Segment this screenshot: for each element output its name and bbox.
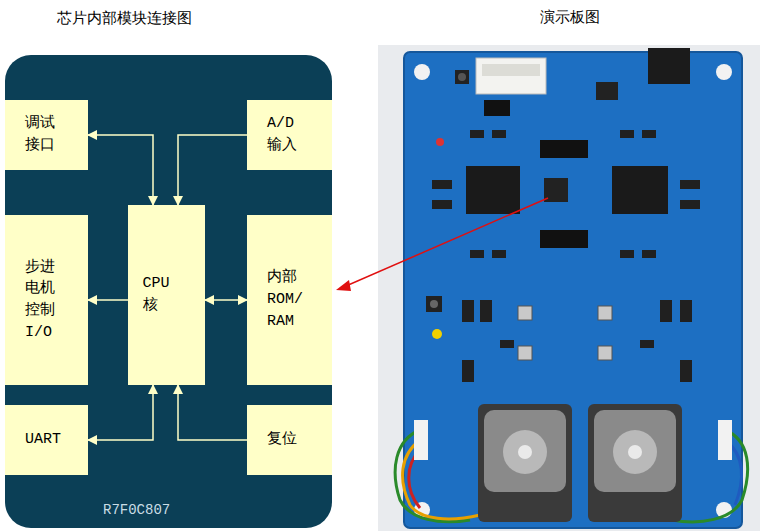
chip-panel: 芯片内部模块连接图R7F0C807调试 接口A/D 输入步进 电机 控制 I/O…: [5, 55, 332, 528]
bus-connector: [88, 299, 128, 301]
block-label: A/D 输入: [267, 113, 315, 157]
reset-box: 复位: [247, 405, 332, 475]
adc-input-box: A/D 输入: [247, 100, 332, 170]
chip-name: R7F0C807: [103, 500, 170, 520]
bus-connector: [88, 385, 153, 440]
block-label: 复位: [267, 429, 315, 451]
block-label: 调试 接口: [25, 113, 73, 157]
block-label: UART: [25, 429, 73, 451]
memory-box: 内部 ROM/ RAM: [247, 215, 332, 385]
diagram-heading: 芯片内部模块连接图: [57, 9, 192, 31]
bus-connector: [205, 299, 247, 301]
block-label: CPU 核: [143, 273, 191, 317]
bus-connector: [178, 385, 247, 440]
photo-heading: 演示板图: [540, 8, 600, 27]
bus-connector: [178, 135, 247, 205]
block-label: 内部 ROM/ RAM: [267, 267, 315, 332]
cpu-core-box: CPU 核: [128, 205, 205, 385]
block-label: 步进 电机 控制 I/O: [25, 257, 73, 344]
debug-port-box: 调试 接口: [5, 100, 88, 170]
stepper-io-box: 步进 电机 控制 I/O: [5, 215, 88, 385]
uart-box: UART: [5, 405, 88, 475]
bus-connector: [88, 135, 153, 205]
